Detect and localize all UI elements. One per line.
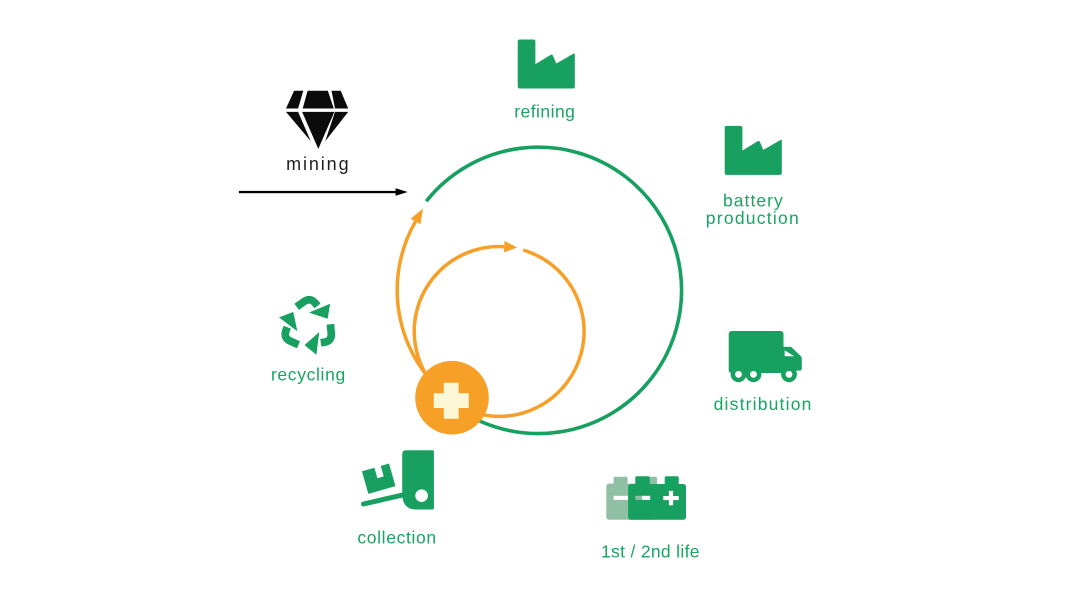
svg-text:refining: refining [514,102,575,122]
svg-text:mining: mining [286,154,350,174]
svg-text:collection: collection [357,527,436,547]
svg-text:distribution: distribution [714,394,813,414]
svg-text:production: production [706,208,800,228]
svg-text:1st / 2nd life: 1st / 2nd life [601,542,700,562]
svg-text:recycling: recycling [271,364,346,384]
svg-text:battery: battery [723,191,784,211]
